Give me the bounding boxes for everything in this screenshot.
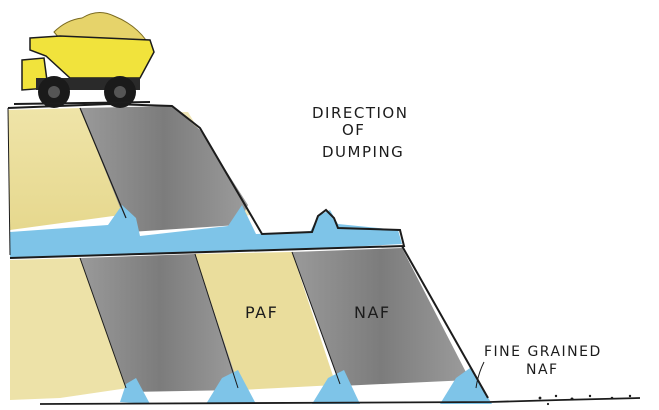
- fine-grained-label: FINE GRAINED NAF: [476, 344, 602, 388]
- fine-line-1: FINE GRAINED: [484, 344, 602, 360]
- direction-line-1: DIRECTION: [312, 104, 408, 122]
- naf-label: NAF: [354, 303, 391, 322]
- direction-label: DIRECTION OF DUMPING: [312, 104, 408, 161]
- paf-label: PAF: [245, 303, 278, 322]
- direction-line-3: DUMPING: [322, 143, 404, 161]
- direction-line-2: OF: [342, 121, 365, 139]
- lower-bench: [10, 246, 640, 405]
- haul-truck-icon: [14, 12, 154, 108]
- fine-line-2: NAF: [526, 362, 559, 378]
- truck-dump-body: [30, 36, 154, 78]
